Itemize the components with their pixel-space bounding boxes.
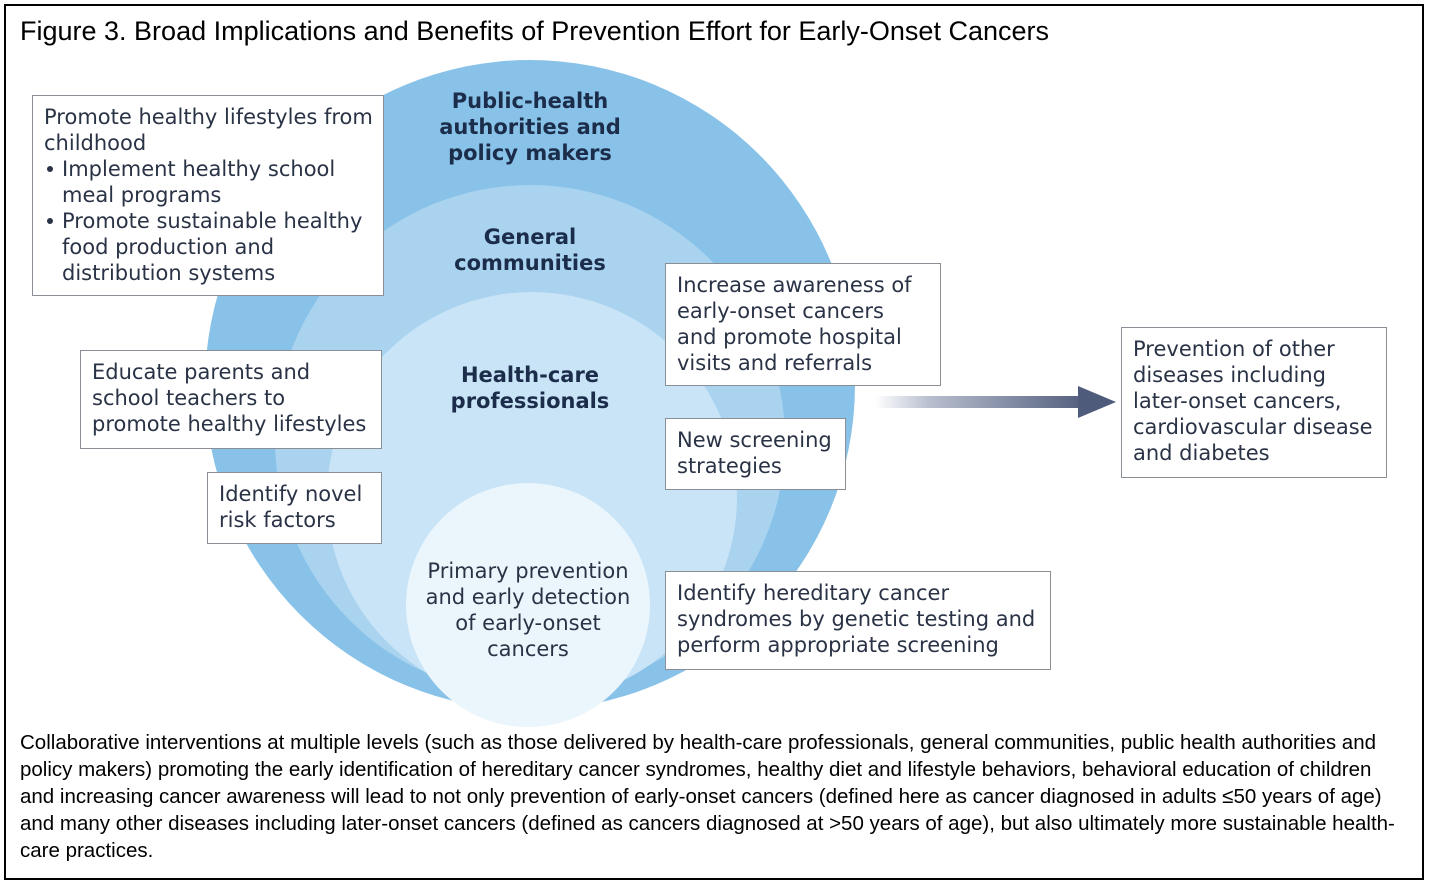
- box-healthy-lifestyles: Promote healthy lifestyles from childhoo…: [32, 95, 384, 296]
- box-healthy-lifestyles-heading: Promote healthy lifestyles from childhoo…: [44, 105, 373, 155]
- ring-label-health-care: Health-care professionals: [450, 363, 610, 413]
- box-novel-risk-factors: Identify novel risk factors: [207, 472, 382, 544]
- arrow-right-icon: [875, 386, 1116, 418]
- ring-label-public-health: Public-health authorities and policy mak…: [439, 89, 621, 165]
- box-new-screening: New screening strategies: [665, 418, 846, 490]
- box-prevention-other-diseases: Prevention of other diseases including l…: [1121, 327, 1387, 478]
- box-educate-parents: Educate parents and school teachers to p…: [80, 350, 382, 449]
- list-item: Promote sustainable healthy food product…: [44, 208, 373, 286]
- list-item: Implement healthy school meal programs: [44, 156, 373, 208]
- core-label-primary-prevention: Primary prevention and early detection o…: [425, 559, 631, 661]
- figure-caption: Collaborative interventions at multiple …: [20, 731, 1395, 862]
- ring-core: [406, 483, 650, 727]
- ring-label-general-communities: General communities: [454, 225, 606, 275]
- box-hereditary-syndromes: Identify hereditary cancer syndromes by …: [665, 571, 1051, 670]
- box-healthy-lifestyles-list: Implement healthy school meal programs P…: [44, 156, 373, 286]
- box-increase-awareness: Increase awareness of early-onset cancer…: [665, 263, 941, 386]
- figure-title: Figure 3. Broad Implications and Benefit…: [20, 16, 1049, 46]
